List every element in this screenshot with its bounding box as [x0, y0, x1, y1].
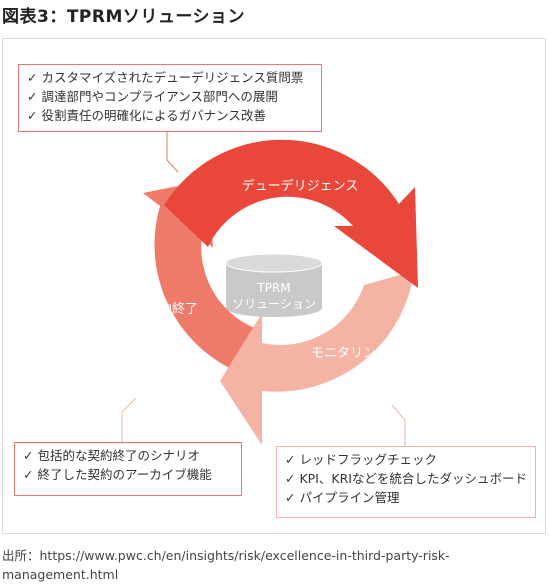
cycle-segment-due-diligence	[164, 139, 418, 288]
connector-termination	[121, 397, 137, 442]
note-item: ✓ 役割責任の明確化によるガバナンス改善	[27, 108, 266, 123]
note-item: ✓ 包括的な契約終了のシナリオ	[23, 448, 200, 463]
center-label-line1: TPRM	[256, 281, 290, 295]
note-item: ✓ カスタマイズされたデューデリジェンス質問票	[27, 70, 304, 85]
center-cylinder: TPRM ソリューション	[225, 253, 323, 317]
figure-title: 図表3：TPRMソリューション	[2, 7, 246, 27]
label-termination: 契約終了	[146, 301, 198, 317]
note-termination: ✓ 包括的な契約終了のシナリオ ✓ 終了した契約のアーカイブ機能	[14, 442, 242, 496]
note-item: ✓ 終了した契約のアーカイブ機能	[23, 467, 212, 482]
connector-monitoring	[391, 404, 406, 446]
note-item: ✓ 調達部門やコンプライアンス部門への展開	[27, 89, 278, 104]
connector-due-diligence	[166, 132, 179, 173]
note-item: ✓ レッドフラッグチェック	[285, 452, 437, 467]
center-label-line2: ソリューション	[232, 297, 316, 311]
source-citation: 出所：https://www.pwc.ch/en/insights/risk/e…	[2, 548, 450, 582]
note-item: ✓ KPI、KRIなどを統合したダッシュボード	[285, 471, 527, 486]
cycle-segment-termination	[143, 180, 262, 379]
note-monitoring: ✓ レッドフラッグチェック ✓ KPI、KRIなどを統合したダッシュボード ✓ …	[276, 446, 536, 518]
diagram-frame	[2, 38, 546, 534]
cycle-segment-monitoring	[220, 271, 414, 445]
note-due-diligence: ✓ カスタマイズされたデューデリジェンス質問票 ✓ 調達部門やコンプライアンス部…	[18, 64, 322, 132]
label-monitoring: モニタリング	[311, 346, 389, 361]
note-item: ✓ パイプライン管理	[285, 490, 400, 505]
label-due-diligence: デューデリジェンス	[242, 178, 359, 194]
